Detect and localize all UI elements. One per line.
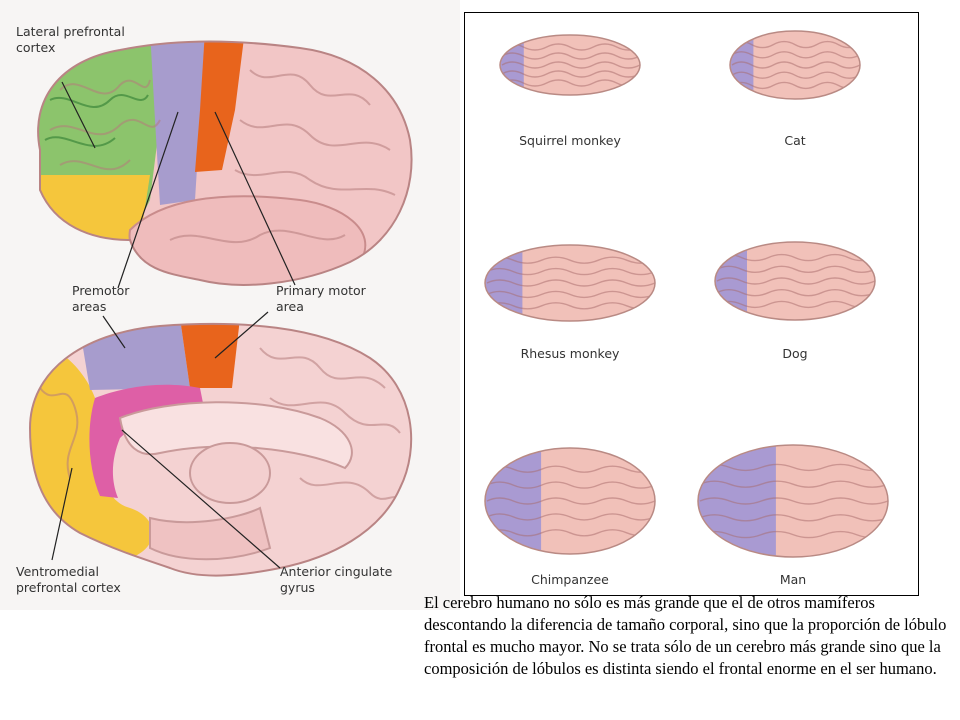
gyrus-line — [716, 253, 875, 262]
gyrus-line — [731, 61, 860, 69]
gyrus-line — [486, 481, 655, 489]
species-brain-6 — [697, 444, 889, 558]
gyrus-line — [486, 513, 655, 521]
species-label-1: Squirrel monkey — [519, 133, 621, 148]
brain-outline — [499, 34, 641, 96]
gyrus-line — [486, 465, 655, 473]
leader-line-cingulate — [121, 429, 281, 569]
gyrus-line — [501, 70, 640, 78]
frontal-lobe-region — [500, 35, 524, 95]
frontal-lobe-region — [730, 31, 754, 99]
brain-regions-figure: Lateral prefrontal cortex Premotor areas… — [0, 0, 460, 610]
label-lateral-prefrontal-cortex: Lateral prefrontal cortex — [16, 24, 125, 55]
gyrus-line — [501, 61, 640, 69]
gyrus-line — [699, 497, 888, 505]
gyrus-line — [486, 279, 655, 287]
gyrus-line — [486, 497, 655, 505]
gyrus-line — [501, 43, 640, 51]
gyrus-line — [486, 529, 655, 537]
species-brain-4 — [714, 241, 876, 321]
brain-outline — [697, 444, 889, 558]
gyrus-line — [716, 289, 875, 297]
species-brain-2 — [729, 30, 861, 100]
gyrus-line — [699, 530, 888, 539]
gyrus-line — [731, 40, 860, 49]
gyrus-line — [716, 265, 875, 273]
gyrus-line — [486, 290, 655, 299]
brain-outline — [484, 447, 656, 555]
leader-line-premotor — [117, 111, 179, 289]
leader-line-primary-motor-medial — [214, 311, 269, 359]
leader-line-premotor-medial — [102, 315, 126, 349]
leader-line-lateral-pfc — [61, 81, 96, 149]
label-ventromedial-prefrontal-cortex: Ventromedial prefrontal cortex — [16, 564, 121, 595]
gyrus-line — [486, 256, 655, 264]
gyrus-line — [716, 300, 875, 309]
species-label-2: Cat — [784, 133, 806, 148]
brain-outline — [484, 244, 656, 322]
species-label-4: Dog — [782, 346, 808, 361]
species-brain-1 — [499, 34, 641, 96]
leader-line-primary-motor — [214, 111, 296, 286]
gyrus-line — [699, 480, 888, 488]
lateral-brain-illustration — [37, 40, 413, 289]
medial-brain-illustration — [28, 311, 413, 577]
brain-outline — [729, 30, 861, 100]
label-premotor-areas: Premotor areas — [72, 283, 130, 314]
gyrus-line — [699, 514, 888, 522]
gyrus-line — [731, 51, 860, 59]
species-label-6: Man — [779, 572, 807, 587]
gyrus-line — [486, 302, 655, 310]
species-brain-3 — [484, 244, 656, 322]
label-primary-motor-area: Primary motor area — [276, 283, 366, 314]
gyrus-line — [731, 81, 860, 90]
gyrus-line — [501, 79, 640, 87]
gyrus-line — [716, 277, 875, 285]
leader-line-ventromedial — [51, 467, 73, 561]
species-label-5: Chimpanzee — [531, 572, 609, 587]
gyrus-line — [699, 463, 888, 472]
gyrus-line — [501, 52, 640, 60]
gyrus-line — [731, 71, 860, 79]
frontal-lobe-region — [485, 245, 523, 321]
species-label-3: Rhesus monkey — [520, 346, 620, 361]
species-brain-5 — [484, 447, 656, 555]
gyrus-line — [486, 267, 655, 276]
caption-text: El cerebro humano no sólo es más grande … — [424, 593, 947, 678]
label-anterior-cingulate-gyrus: Anterior cingulate gyrus — [280, 564, 393, 595]
brain-outline — [714, 241, 876, 321]
